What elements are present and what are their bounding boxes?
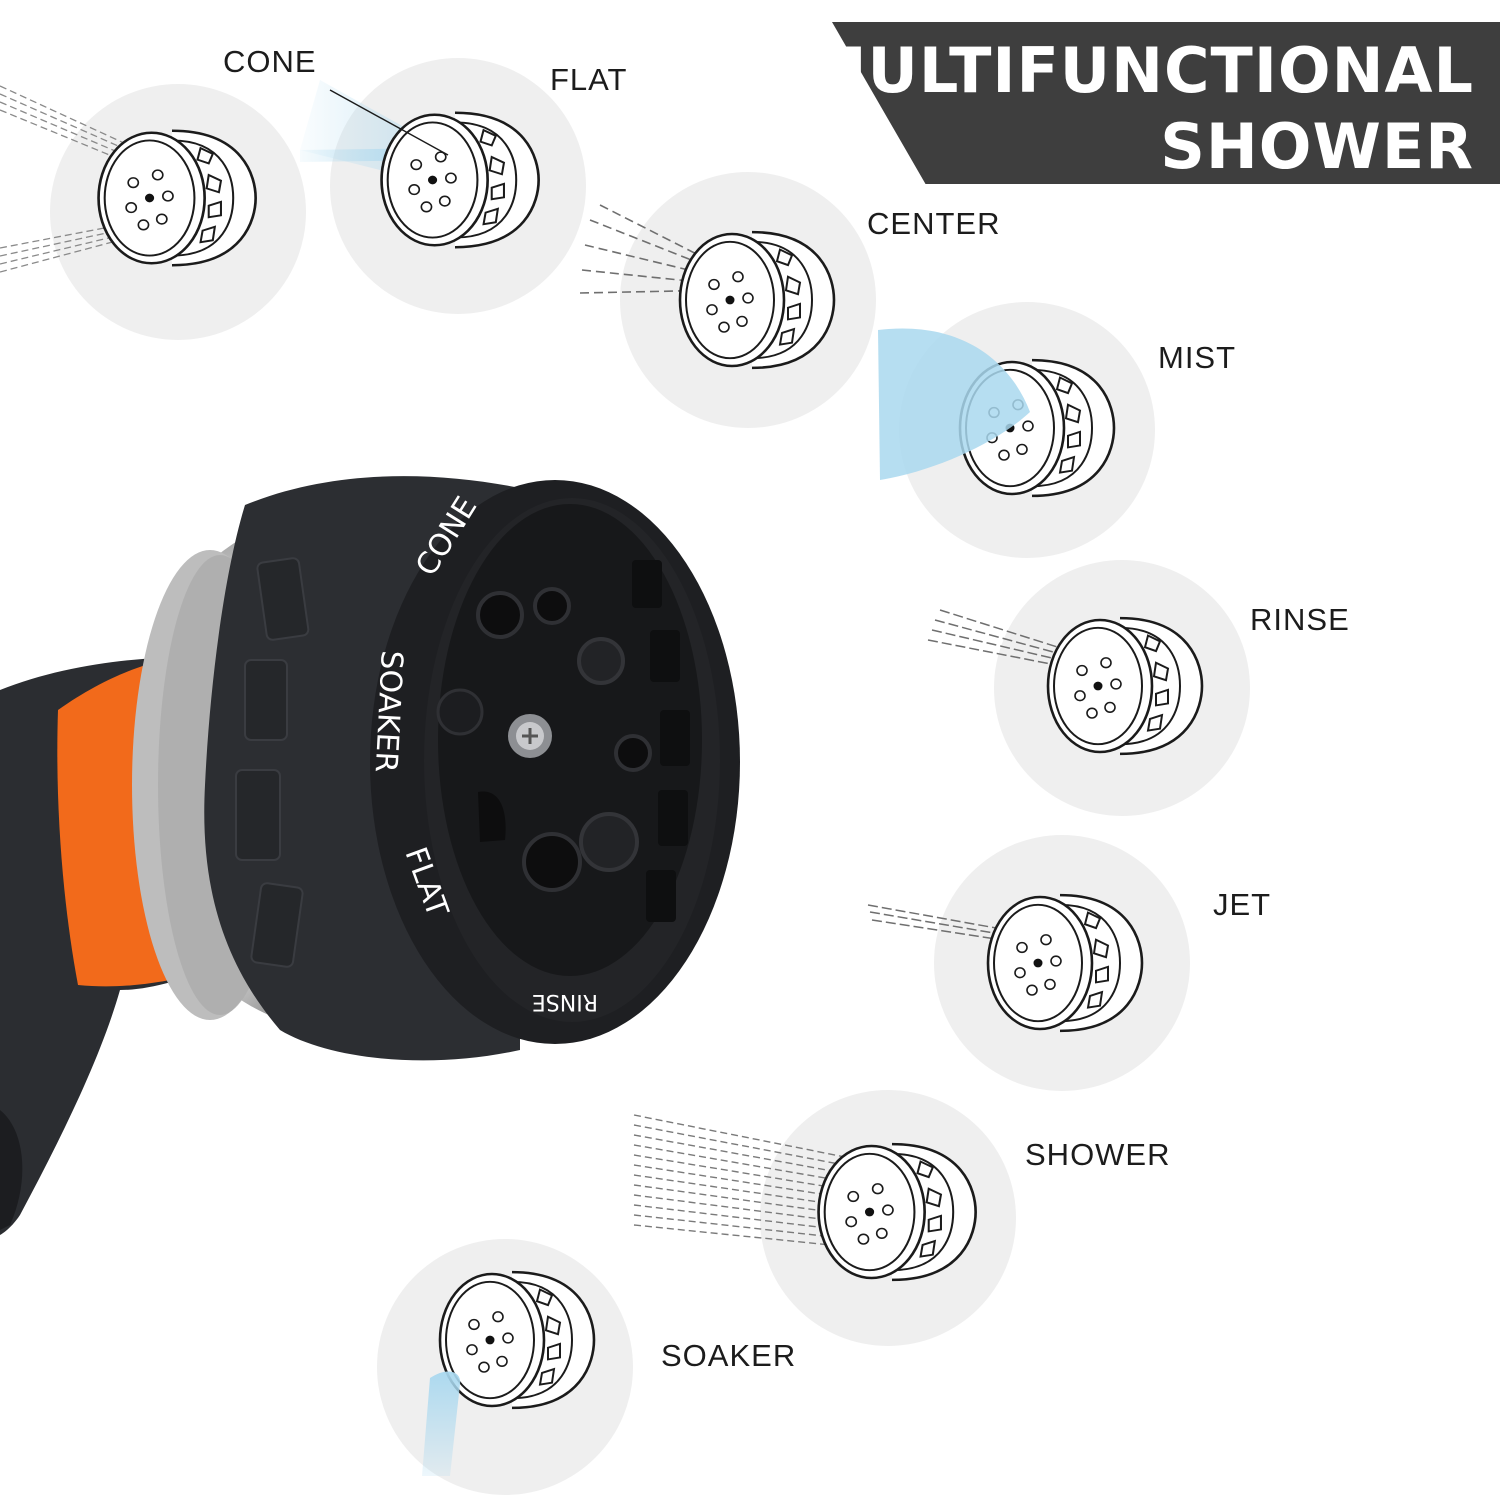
- label-cone: CONE: [223, 44, 317, 79]
- title-banner: [832, 22, 1500, 184]
- cone-nozzle-icon: [0, 85, 257, 273]
- label-rinse: RINSE: [1250, 602, 1350, 637]
- mist-nozzle-icon: [878, 328, 1116, 498]
- label-mist: MIST: [1158, 340, 1237, 375]
- label-soaker: SOAKER: [661, 1338, 797, 1373]
- label-flat: FLAT: [550, 62, 628, 97]
- shower-nozzle-icon: [633, 1114, 977, 1282]
- dial-label-rinse: RINSE: [532, 989, 598, 1014]
- flat-nozzle-icon: [300, 80, 540, 249]
- label-shower: SHOWER: [1025, 1137, 1171, 1172]
- dial-label-soaker: SOAKER: [368, 650, 409, 774]
- title-line-1: MULTIFUNCTIONAL: [804, 34, 1474, 107]
- label-jet: JET: [1213, 887, 1272, 922]
- soaker-nozzle-icon: [422, 1270, 596, 1476]
- rinse-nozzle-icon: [927, 609, 1204, 756]
- title-line-2: SHOWER: [1160, 110, 1474, 183]
- label-center: CENTER: [867, 206, 1001, 241]
- hose-nozzle-product: [0, 476, 740, 1235]
- center-nozzle-icon: [579, 204, 836, 370]
- jet-nozzle-icon: [867, 893, 1144, 1033]
